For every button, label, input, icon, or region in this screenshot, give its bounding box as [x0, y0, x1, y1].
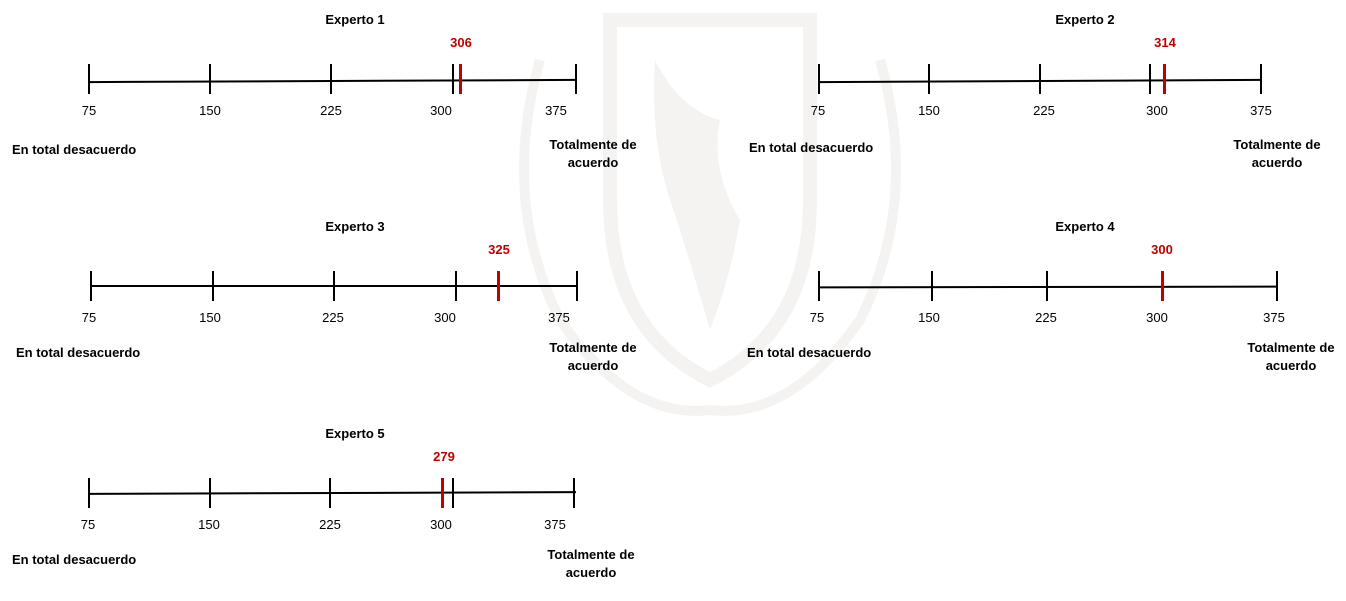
scale-tick-225	[1039, 64, 1041, 94]
right-anchor-line-2: acuerdo	[567, 358, 619, 373]
score-value-label: 306	[450, 35, 472, 50]
tick-label: 300	[1146, 103, 1168, 118]
right-anchor-line-2: acuerdo	[567, 155, 619, 170]
scale-line	[87, 78, 577, 84]
scale-tick-375	[576, 271, 578, 301]
scale-tick-300	[455, 271, 457, 301]
tick-label: 375	[1250, 103, 1272, 118]
tick-label: 300	[430, 103, 452, 118]
left-anchor-label: En total desacuerdo	[12, 142, 137, 157]
tick-label: 75	[809, 310, 825, 325]
score-marker	[497, 271, 500, 301]
score-value-label: 300	[1151, 242, 1173, 257]
scale-tick-375	[573, 478, 575, 508]
tick-label: 150	[199, 310, 221, 325]
tick-label: 75	[80, 517, 96, 532]
right-anchor-label: Totalmente de acuerdo	[538, 339, 648, 375]
right-anchor-label: Totalmente de acuerdo	[1236, 339, 1346, 375]
scale-tick-150	[209, 64, 211, 94]
expert-panel-4: Experto 4 300 75 150 225 300 375 En tota…	[747, 219, 1346, 394]
expert-title: Experto 4	[1055, 219, 1115, 234]
score-value-label: 314	[1154, 35, 1176, 50]
right-anchor-line-1: Totalmente de	[549, 340, 637, 355]
scale-tick-300	[1161, 271, 1164, 301]
tick-label: 300	[434, 310, 456, 325]
tick-label: 225	[322, 310, 344, 325]
scale-tick-375	[575, 64, 577, 94]
scale-tick-75	[88, 478, 90, 508]
tick-label: 150	[918, 310, 940, 325]
right-anchor-line-1: Totalmente de	[547, 547, 635, 562]
expert-panel-5: Experto 5 279 75 150 225 300 375 En tota…	[12, 426, 635, 601]
tick-label: 300	[430, 517, 452, 532]
scale-tick-150	[928, 64, 930, 94]
scale-tick-75	[818, 271, 820, 301]
expert-panel-3: Experto 3 325 75 150 225 300 375 En tota…	[16, 219, 637, 394]
tick-label: 75	[81, 310, 97, 325]
scale-tick-75	[88, 64, 90, 94]
tick-label: 225	[1033, 103, 1055, 118]
scale-tick-225	[1046, 271, 1048, 301]
scale-tick-375	[1276, 271, 1278, 301]
tick-label: 375	[1263, 310, 1285, 325]
left-anchor-label: En total desacuerdo	[747, 345, 872, 360]
tick-label: 375	[544, 517, 566, 532]
right-anchor-label: Totalmente de acuerdo	[1222, 136, 1332, 172]
expert-title: Experto 2	[1055, 12, 1115, 27]
scale-tick-150	[209, 478, 211, 508]
scale-tick-75	[818, 64, 820, 94]
tick-label: 300	[1146, 310, 1168, 325]
expert-title: Experto 5	[325, 426, 385, 441]
tick-label: 150	[198, 517, 220, 532]
scale-tick-300	[1149, 64, 1151, 94]
tick-label: 75	[81, 103, 97, 118]
expert-title: Experto 1	[325, 12, 385, 27]
tick-label: 225	[320, 103, 342, 118]
left-anchor-label: En total desacuerdo	[16, 345, 141, 360]
right-anchor-line-2: acuerdo	[1251, 155, 1303, 170]
right-anchor-line-1: Totalmente de	[549, 137, 637, 152]
scale-tick-300	[452, 64, 454, 94]
left-anchor-label: En total desacuerdo	[12, 552, 137, 567]
expert-panel-1: Experto 1 306 75 150 225 300 375 En tota…	[12, 12, 637, 187]
tick-label: 150	[199, 103, 221, 118]
right-anchor-label: Totalmente de acuerdo	[538, 136, 648, 172]
score-marker	[441, 478, 444, 508]
scale-tick-225	[329, 478, 331, 508]
right-anchor-line-1: Totalmente de	[1247, 340, 1335, 355]
scale-tick-225	[330, 64, 332, 94]
tick-label: 150	[918, 103, 940, 118]
scale-tick-375	[1260, 64, 1262, 94]
right-anchor-line-2: acuerdo	[565, 565, 617, 580]
tick-label: 375	[545, 103, 567, 118]
right-anchor-line-2: acuerdo	[1265, 358, 1317, 373]
score-marker	[459, 64, 462, 94]
left-anchor-label: En total desacuerdo	[749, 140, 874, 155]
scale-tick-150	[931, 271, 933, 301]
score-marker	[1163, 64, 1166, 94]
scale-tick-75	[90, 271, 92, 301]
expert-title: Experto 3	[325, 219, 385, 234]
scale-line	[87, 491, 577, 495]
tick-label: 375	[548, 310, 570, 325]
tick-label: 75	[810, 103, 826, 118]
expert-panel-2: Experto 2 314 75 150 225 300 375 En tota…	[749, 12, 1346, 187]
scale-tick-300	[452, 478, 454, 508]
scale-tick-150	[212, 271, 214, 301]
scale-line	[817, 285, 1279, 289]
right-anchor-line-1: Totalmente de	[1233, 137, 1321, 152]
unam-crest-watermark-icon	[519, 13, 901, 416]
tick-label: 225	[1035, 310, 1057, 325]
scale-tick-225	[333, 271, 335, 301]
score-value-label: 325	[488, 242, 510, 257]
score-value-label: 279	[433, 449, 455, 464]
right-anchor-label: Totalmente de acuerdo	[536, 546, 646, 582]
tick-label: 225	[319, 517, 341, 532]
